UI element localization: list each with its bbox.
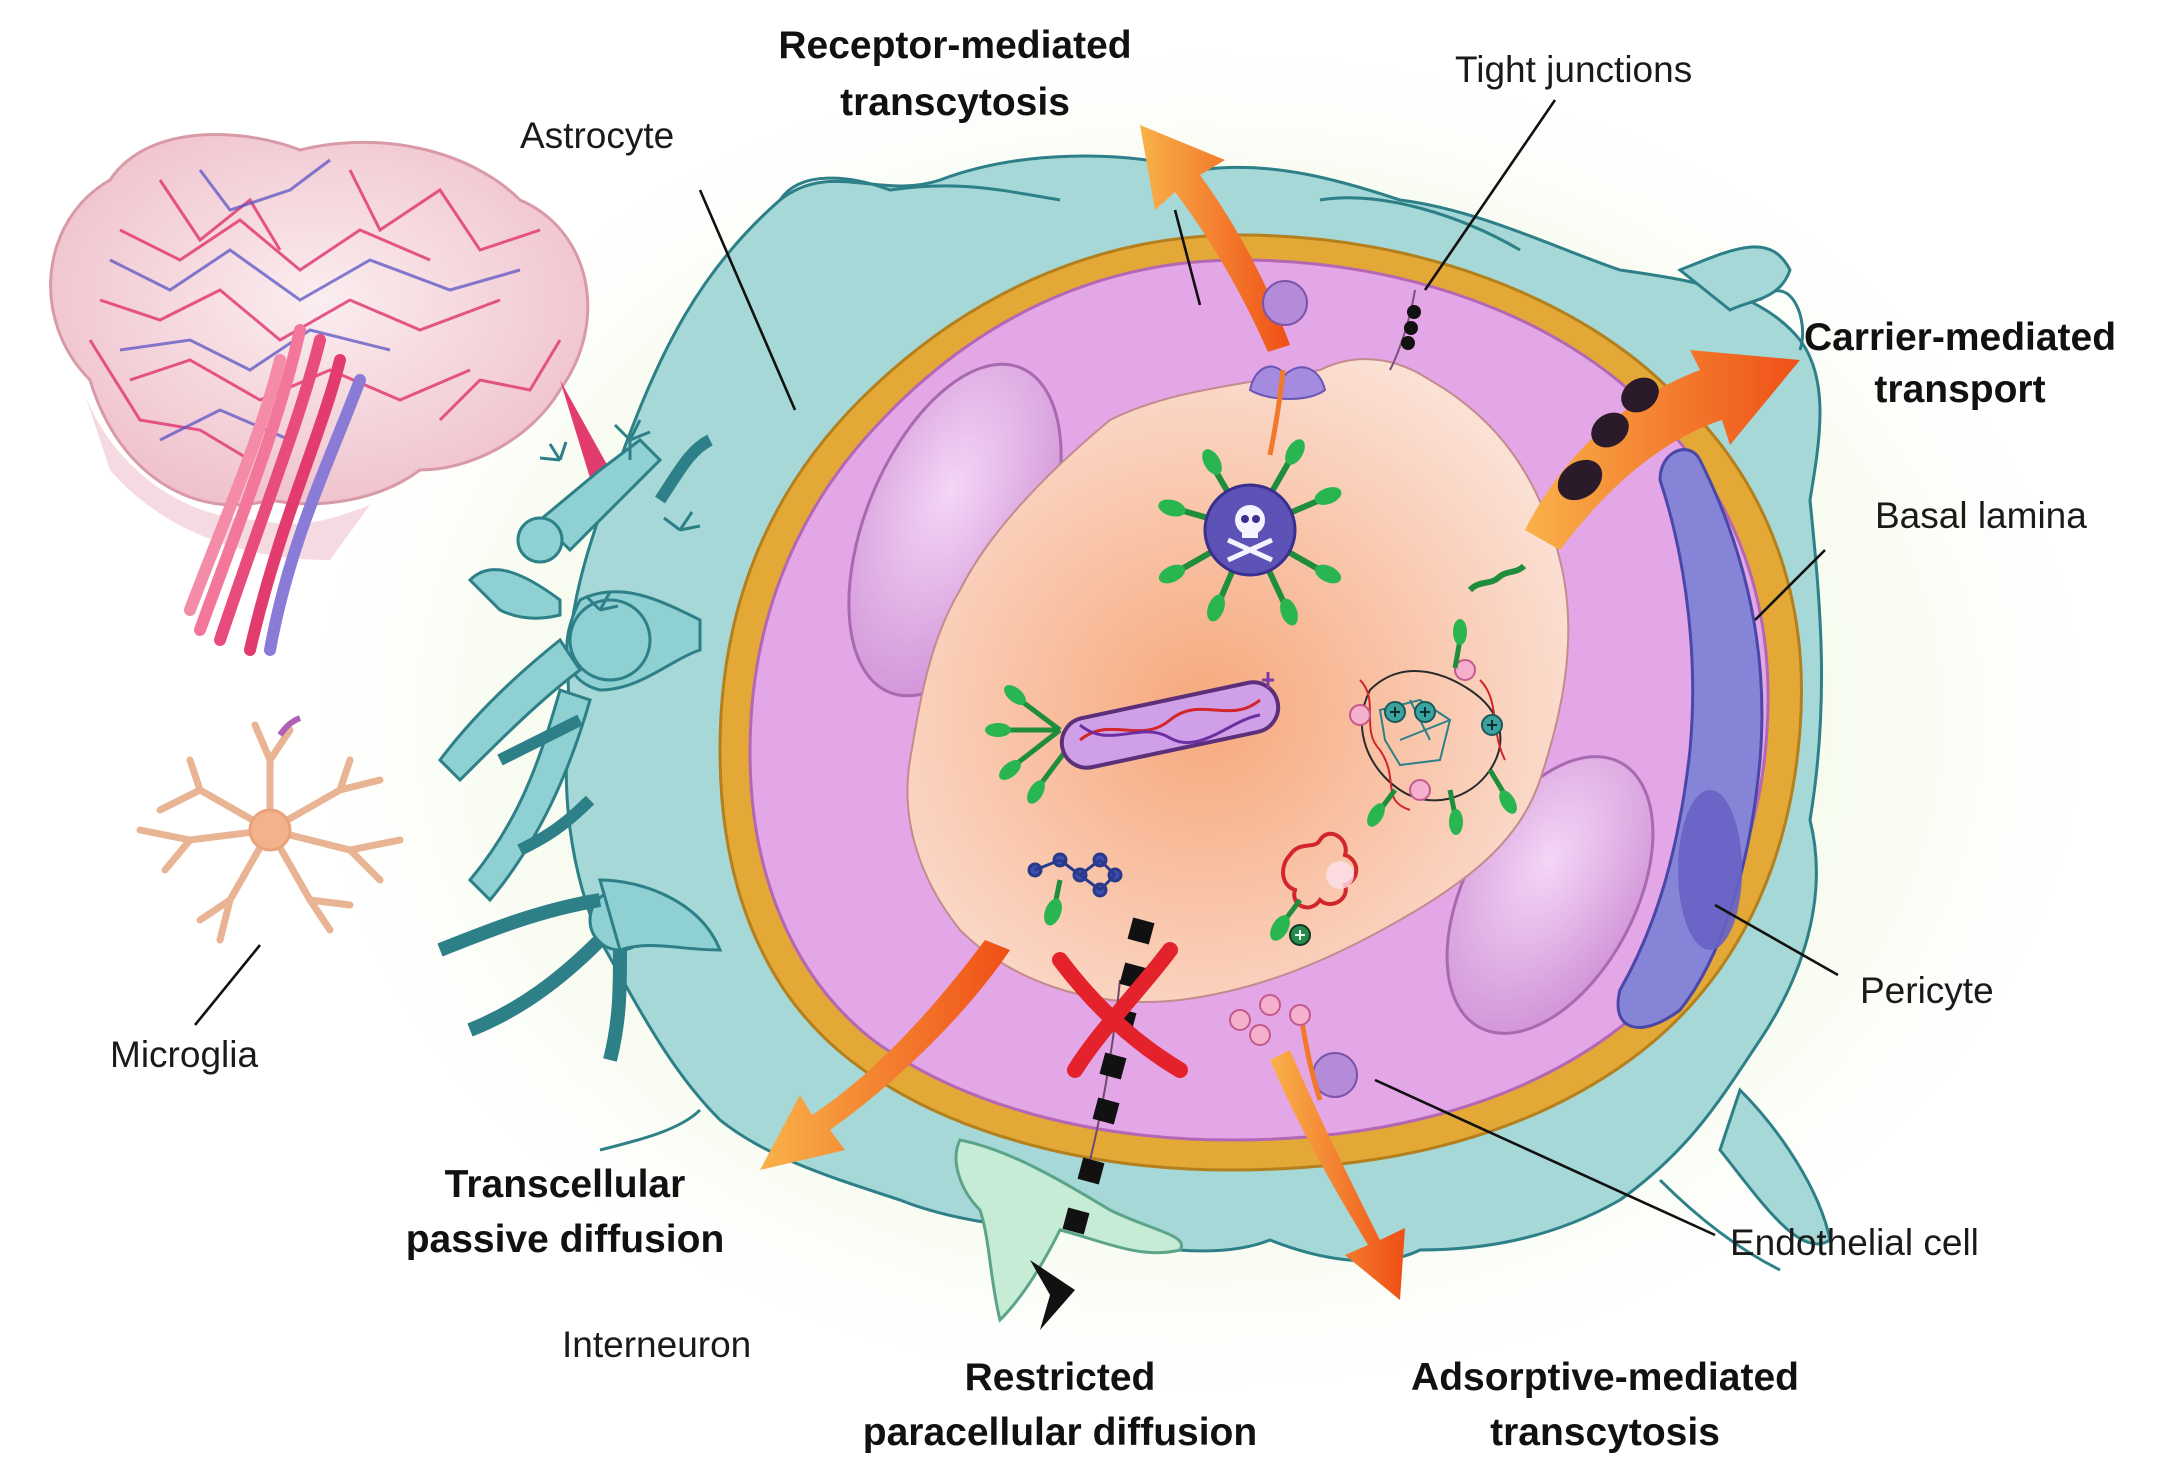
minus-charge-icon — [1229, 994, 1311, 1046]
microglia-leader — [193, 944, 262, 1026]
adsorptive-vesicle — [1312, 1052, 1358, 1098]
transcellular-label-line2: passive diffusion — [406, 1218, 725, 1261]
protein — [1270, 831, 1359, 946]
brain-icon — [49, 133, 610, 656]
transcellular-arrow — [760, 940, 1010, 1170]
astrocyte-fibrils — [539, 419, 701, 612]
microglia-label: Microglia — [110, 1034, 258, 1075]
paracellular-label-line1: Restricted — [965, 1356, 1156, 1399]
paracellular-particles — [1030, 917, 1155, 1330]
carrier-mediated-label-line1: Carrier-mediated — [1804, 316, 2116, 359]
vessel-lumen — [906, 358, 1570, 1003]
adsorptive-mediated-arrow — [1270, 1050, 1405, 1300]
plus-charge-icon — [1384, 701, 1503, 736]
receptor-leader — [1173, 209, 1202, 306]
skull-crossbones-icon — [1158, 439, 1342, 626]
astrocyte-label: Astrocyte — [520, 115, 674, 156]
astrocyte-leader — [698, 189, 797, 411]
endothelial-cell-label: Endothelial cell — [1730, 1222, 1979, 1263]
receptor-icon — [1248, 365, 1327, 400]
pericyte-label: Pericyte — [1860, 970, 1994, 1011]
tight-junctions-leader — [1423, 99, 1557, 291]
astrocyte-tendril — [1718, 1087, 1832, 1246]
basal-lamina-label: Basal lamina — [1875, 495, 2087, 536]
minus-charge-icon — [1349, 659, 1476, 801]
astrocyte-cell — [437, 434, 723, 1062]
adsorptive-mediated-label-line1: Adsorptive-mediated — [1411, 1356, 1799, 1399]
carrier-mediated-arrow — [1525, 350, 1800, 550]
tight-junctions-label: Tight junctions — [1455, 49, 1692, 90]
astrocyte-tendril — [1677, 245, 1792, 312]
receptor-mediated-label-line1: Receptor-mediated — [778, 24, 1131, 67]
adsorptive-mediated-label-line2: transcytosis — [1490, 1411, 1720, 1454]
microglia-tip — [277, 715, 302, 737]
basal-lamina-leader — [1754, 549, 1826, 621]
small-molecule — [1027, 852, 1123, 926]
interneuron-label: Interneuron — [562, 1324, 751, 1365]
pericyte-leader — [1714, 903, 1839, 977]
dendrimer-nanoparticle — [1349, 619, 1517, 835]
tight-junction-dots — [1401, 305, 1421, 350]
microglia-cell — [136, 721, 404, 944]
receptor-ligand-trail — [1267, 369, 1286, 456]
block-cross-icon — [1052, 942, 1188, 1078]
endothelial-cell-leader — [1374, 1078, 1716, 1237]
dna-liposome — [985, 672, 1281, 804]
receptor-mediated-label-line2: transcytosis — [840, 81, 1070, 124]
tight-junction-cleft — [1389, 289, 1416, 371]
carrier-transporter — [1557, 377, 1659, 501]
carrier-mediated-label-line2: transport — [1874, 368, 2045, 411]
receptor-vesicle — [1262, 280, 1308, 326]
receptor-mediated-arrow — [1140, 125, 1290, 352]
paracellular-label-line2: paracellular diffusion — [863, 1411, 1257, 1454]
peptide-ligand — [1467, 563, 1527, 593]
transcellular-label-line1: Transcellular — [445, 1163, 686, 1206]
